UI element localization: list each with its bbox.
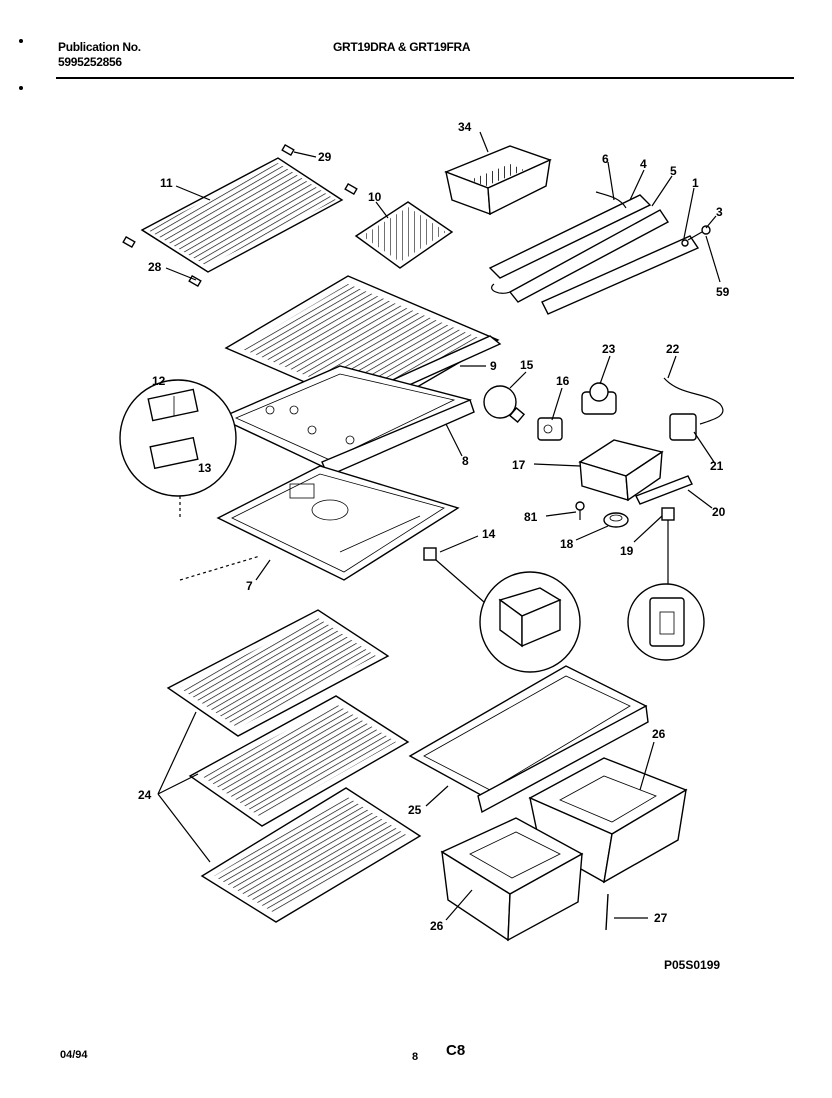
part-label: 14 <box>482 527 496 541</box>
part-label: 13 <box>198 461 212 475</box>
footer-date: 04/94 <box>60 1049 88 1061</box>
publication-number: 5995252856 <box>58 55 122 69</box>
part-label: 3 <box>716 205 723 219</box>
crisper-cover <box>408 665 649 814</box>
part-label: 24 <box>138 788 152 802</box>
bottom-panel <box>216 465 460 581</box>
part-label: 23 <box>602 342 616 356</box>
damper-control-detail <box>423 547 581 673</box>
part-label: 21 <box>710 459 724 473</box>
part-label: 1 <box>692 176 699 190</box>
screw-27 <box>605 893 609 931</box>
part-label: 5 <box>670 164 677 178</box>
part-label: 15 <box>520 358 534 372</box>
part-label: 81 <box>524 510 538 524</box>
shelf-rail-assembly <box>488 191 711 315</box>
part-labels: 34 29 11 10 28 6 4 5 1 3 59 9 15 16 23 2… <box>138 120 730 972</box>
part-label: 26 <box>652 727 666 741</box>
part-label: 59 <box>716 285 730 299</box>
drawing-number: P05S0199 <box>664 958 720 972</box>
margin-mark <box>19 86 23 90</box>
part-label: 25 <box>408 803 422 817</box>
margin-mark <box>19 39 23 43</box>
freezer-wire-shelf <box>140 157 344 273</box>
part-label: 16 <box>556 374 570 388</box>
footer-page-number: 8 <box>412 1051 419 1063</box>
part-label: 11 <box>160 176 173 190</box>
fresh-food-shelves <box>166 609 422 923</box>
model-title: GRT19DRA & GRT19FRA <box>333 40 471 54</box>
publication-label: Publication No. <box>58 40 141 54</box>
part-label: 4 <box>640 157 647 171</box>
part-label: 26 <box>430 919 444 933</box>
leader-lines <box>157 131 721 921</box>
part-label: 9 <box>490 359 497 373</box>
light-bulb <box>483 385 526 424</box>
thermostat <box>581 382 617 415</box>
ice-cube-tray <box>354 201 454 269</box>
footer-page-code: C8 <box>446 1042 466 1059</box>
part-label: 17 <box>512 458 526 472</box>
light-cord-switch <box>663 377 724 441</box>
part-label: 34 <box>458 120 472 134</box>
control-hardware <box>575 475 693 528</box>
part-label: 8 <box>462 454 469 468</box>
header-rule <box>56 77 794 79</box>
part-label: 12 <box>152 374 166 388</box>
divider-frame <box>218 365 475 477</box>
switch-detail <box>627 520 705 661</box>
door-bin-detail <box>119 379 237 497</box>
light-socket <box>537 417 563 441</box>
part-label: 28 <box>148 260 162 274</box>
crisper-drawers <box>440 757 688 942</box>
part-label: 27 <box>654 911 668 925</box>
light-housing <box>578 439 664 502</box>
part-label: 19 <box>620 544 634 558</box>
part-label: 18 <box>560 537 574 551</box>
part-label: 7 <box>246 579 253 593</box>
part-label: 22 <box>666 342 680 356</box>
part-label: 29 <box>318 150 332 164</box>
part-label: 6 <box>602 152 609 166</box>
part-label: 20 <box>712 505 726 519</box>
ice-bin <box>444 145 552 216</box>
part-label: 10 <box>368 190 382 204</box>
